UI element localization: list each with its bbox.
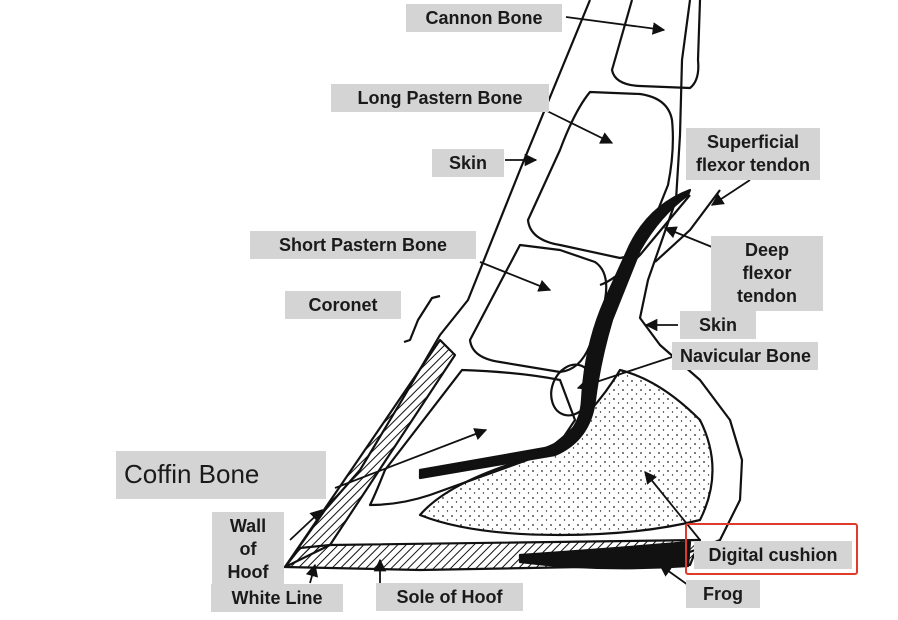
deep-flexor-tendon-shape	[418, 188, 692, 480]
frog-shape	[518, 540, 692, 570]
label-white-line: White Line	[211, 584, 343, 612]
arrow-cannon-bone	[565, 16, 666, 35]
short-pastern-bone-shape	[468, 243, 608, 374]
label-cannon-bone: Cannon Bone	[406, 4, 562, 32]
arrow-frog	[658, 564, 689, 586]
arrow-digital-cushion	[644, 471, 701, 541]
arrow-wall-of-hoof	[289, 509, 323, 541]
arrow-navicular-bone	[576, 356, 673, 391]
coronet-bracket	[403, 294, 441, 344]
arrow-short-pastern-bone	[479, 261, 552, 292]
label-coronet: Coronet	[285, 291, 401, 319]
coffin-bone-shape	[368, 368, 577, 507]
label-coffin-bone: Coffin Bone	[116, 451, 326, 499]
label-deep-flexor-tendon: Deep flexor tendon	[711, 236, 823, 311]
label-short-pastern-bone: Short Pastern Bone	[250, 231, 476, 259]
label-sole-of-hoof: Sole of Hoof	[376, 583, 523, 611]
label-frog: Frog	[686, 580, 760, 608]
arrow-long-pastern-bone	[544, 109, 614, 144]
label-skin-back: Skin	[680, 311, 756, 339]
label-long-pastern-bone: Long Pastern Bone	[331, 84, 549, 112]
label-wall-of-hoof: Wall of Hoof	[212, 512, 284, 587]
arrow-coffin-bone	[334, 428, 488, 489]
arrow-superficial-flexor	[710, 179, 751, 206]
label-navicular-bone: Navicular Bone	[672, 342, 818, 370]
skin-outline-back	[638, 0, 744, 554]
arrow-deep-flexor	[663, 226, 713, 248]
label-skin-front: Skin	[432, 149, 504, 177]
arrow-white-line	[305, 563, 319, 584]
superficial-flexor-tendon-outer	[654, 189, 721, 263]
label-superficial-flexor-tendon: Superficial flexor tendon	[686, 128, 820, 180]
cannon-bone-shape	[610, 0, 702, 90]
highlight-box	[685, 523, 858, 575]
label-digital-cushion: Digital cushion	[694, 541, 852, 569]
